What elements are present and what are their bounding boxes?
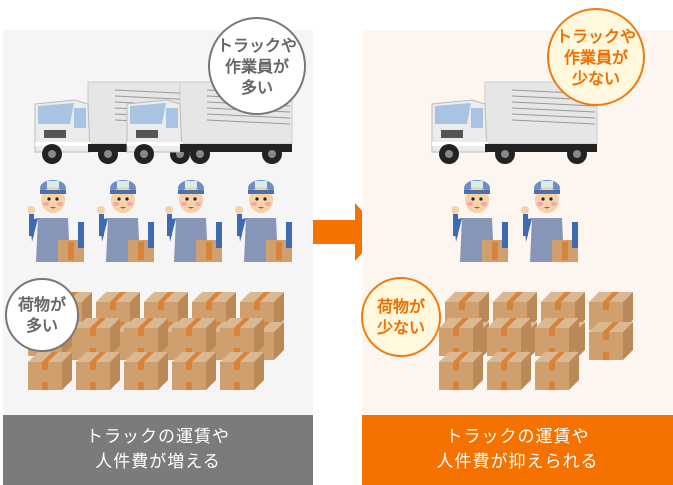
caption-line: 人件費が増える bbox=[95, 452, 221, 472]
after-caption: トラックの運賃や 人件費が抑えられる bbox=[362, 415, 673, 485]
cargo-few-illustration bbox=[439, 292, 633, 390]
workers-few-illustration bbox=[452, 180, 578, 262]
bubble-line: 荷物が bbox=[17, 295, 66, 314]
bubble-line: 多い bbox=[25, 316, 58, 335]
bubble-line: 少ない bbox=[571, 68, 620, 88]
staff-few-bubble: トラックや 作業員が 少ない bbox=[547, 8, 645, 106]
bubble-line: 少ない bbox=[376, 318, 425, 337]
bubble-line: トラックや bbox=[555, 26, 636, 46]
workers-many-illustration bbox=[28, 180, 292, 262]
bubble-line: 荷物が bbox=[376, 297, 425, 316]
caption-line: トラックの運賃や bbox=[86, 427, 230, 447]
caption-line: トラックの運賃や bbox=[445, 427, 590, 447]
staff-many-bubble: トラックや 作業員が 多い bbox=[208, 17, 306, 115]
before-caption: トラックの運賃や 人件費が増える bbox=[3, 415, 313, 485]
bubble-line: 作業員が bbox=[224, 56, 289, 76]
caption-line: 人件費が抑えられる bbox=[436, 452, 599, 472]
bubble-line: 作業員が bbox=[563, 47, 628, 67]
bubble-line: 多い bbox=[240, 77, 273, 97]
cargo-few-bubble: 荷物が 少ない bbox=[361, 277, 441, 357]
cargo-many-bubble: 荷物が 多い bbox=[5, 278, 79, 352]
bubble-line: トラックや bbox=[216, 35, 297, 55]
